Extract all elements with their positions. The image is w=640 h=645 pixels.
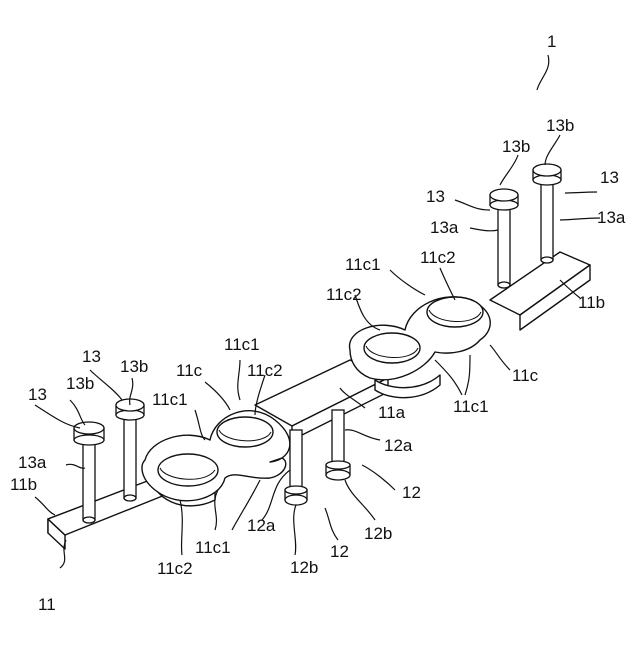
label-12a-right: 12a [384, 436, 413, 455]
label-11b-right: 11b [578, 293, 605, 312]
label-13a-right1: 13a [430, 218, 459, 237]
right-pin-back [490, 189, 518, 288]
label-13-right1: 13 [426, 187, 445, 206]
label-11b-left: 11b [10, 475, 37, 494]
label-11c2-a: 11c2 [247, 361, 283, 380]
label-11c1-d: 11c1 [345, 255, 381, 274]
label-13a-left: 13a [18, 453, 47, 472]
label-12a-left: 12a [247, 516, 276, 535]
label-11c1-a: 11c1 [152, 390, 188, 409]
label-13-left2: 13 [82, 347, 101, 366]
label-11: 11 [38, 595, 56, 614]
label-11c-left: 11c [176, 361, 203, 380]
label-13-right2: 13 [600, 168, 619, 187]
left-ring-section [142, 411, 290, 506]
label-12b-left: 12b [290, 558, 318, 577]
label-13b-left1: 13b [66, 374, 94, 393]
label-11c1-c: 11c1 [195, 538, 231, 557]
label-13b-right1: 13b [502, 137, 530, 156]
label-13b-right2: 13b [546, 116, 574, 135]
label-11c1-b: 11c1 [224, 335, 260, 354]
label-11a: 11a [378, 403, 406, 422]
label-11c1-e: 11c1 [453, 397, 489, 416]
label-13b-left2: 13b [120, 357, 148, 376]
label-11c2-b: 11c2 [157, 559, 193, 578]
label-1: 1 [547, 32, 556, 51]
right-pin-front [533, 164, 561, 263]
label-12-right: 12 [402, 483, 421, 502]
label-11c-right: 11c [512, 366, 539, 385]
label-11c2-c: 11c2 [326, 285, 362, 304]
label-12b-right: 12b [364, 524, 392, 543]
label-13-left1: 13 [28, 385, 47, 404]
label-13a-right2: 13a [597, 208, 626, 227]
label-12-bottom: 12 [330, 542, 349, 561]
reference-labels: 1 11 11a 11b 11b 11c 11c 11c1 11c1 11c1 … [10, 32, 626, 614]
label-11c2-d: 11c2 [420, 248, 456, 267]
